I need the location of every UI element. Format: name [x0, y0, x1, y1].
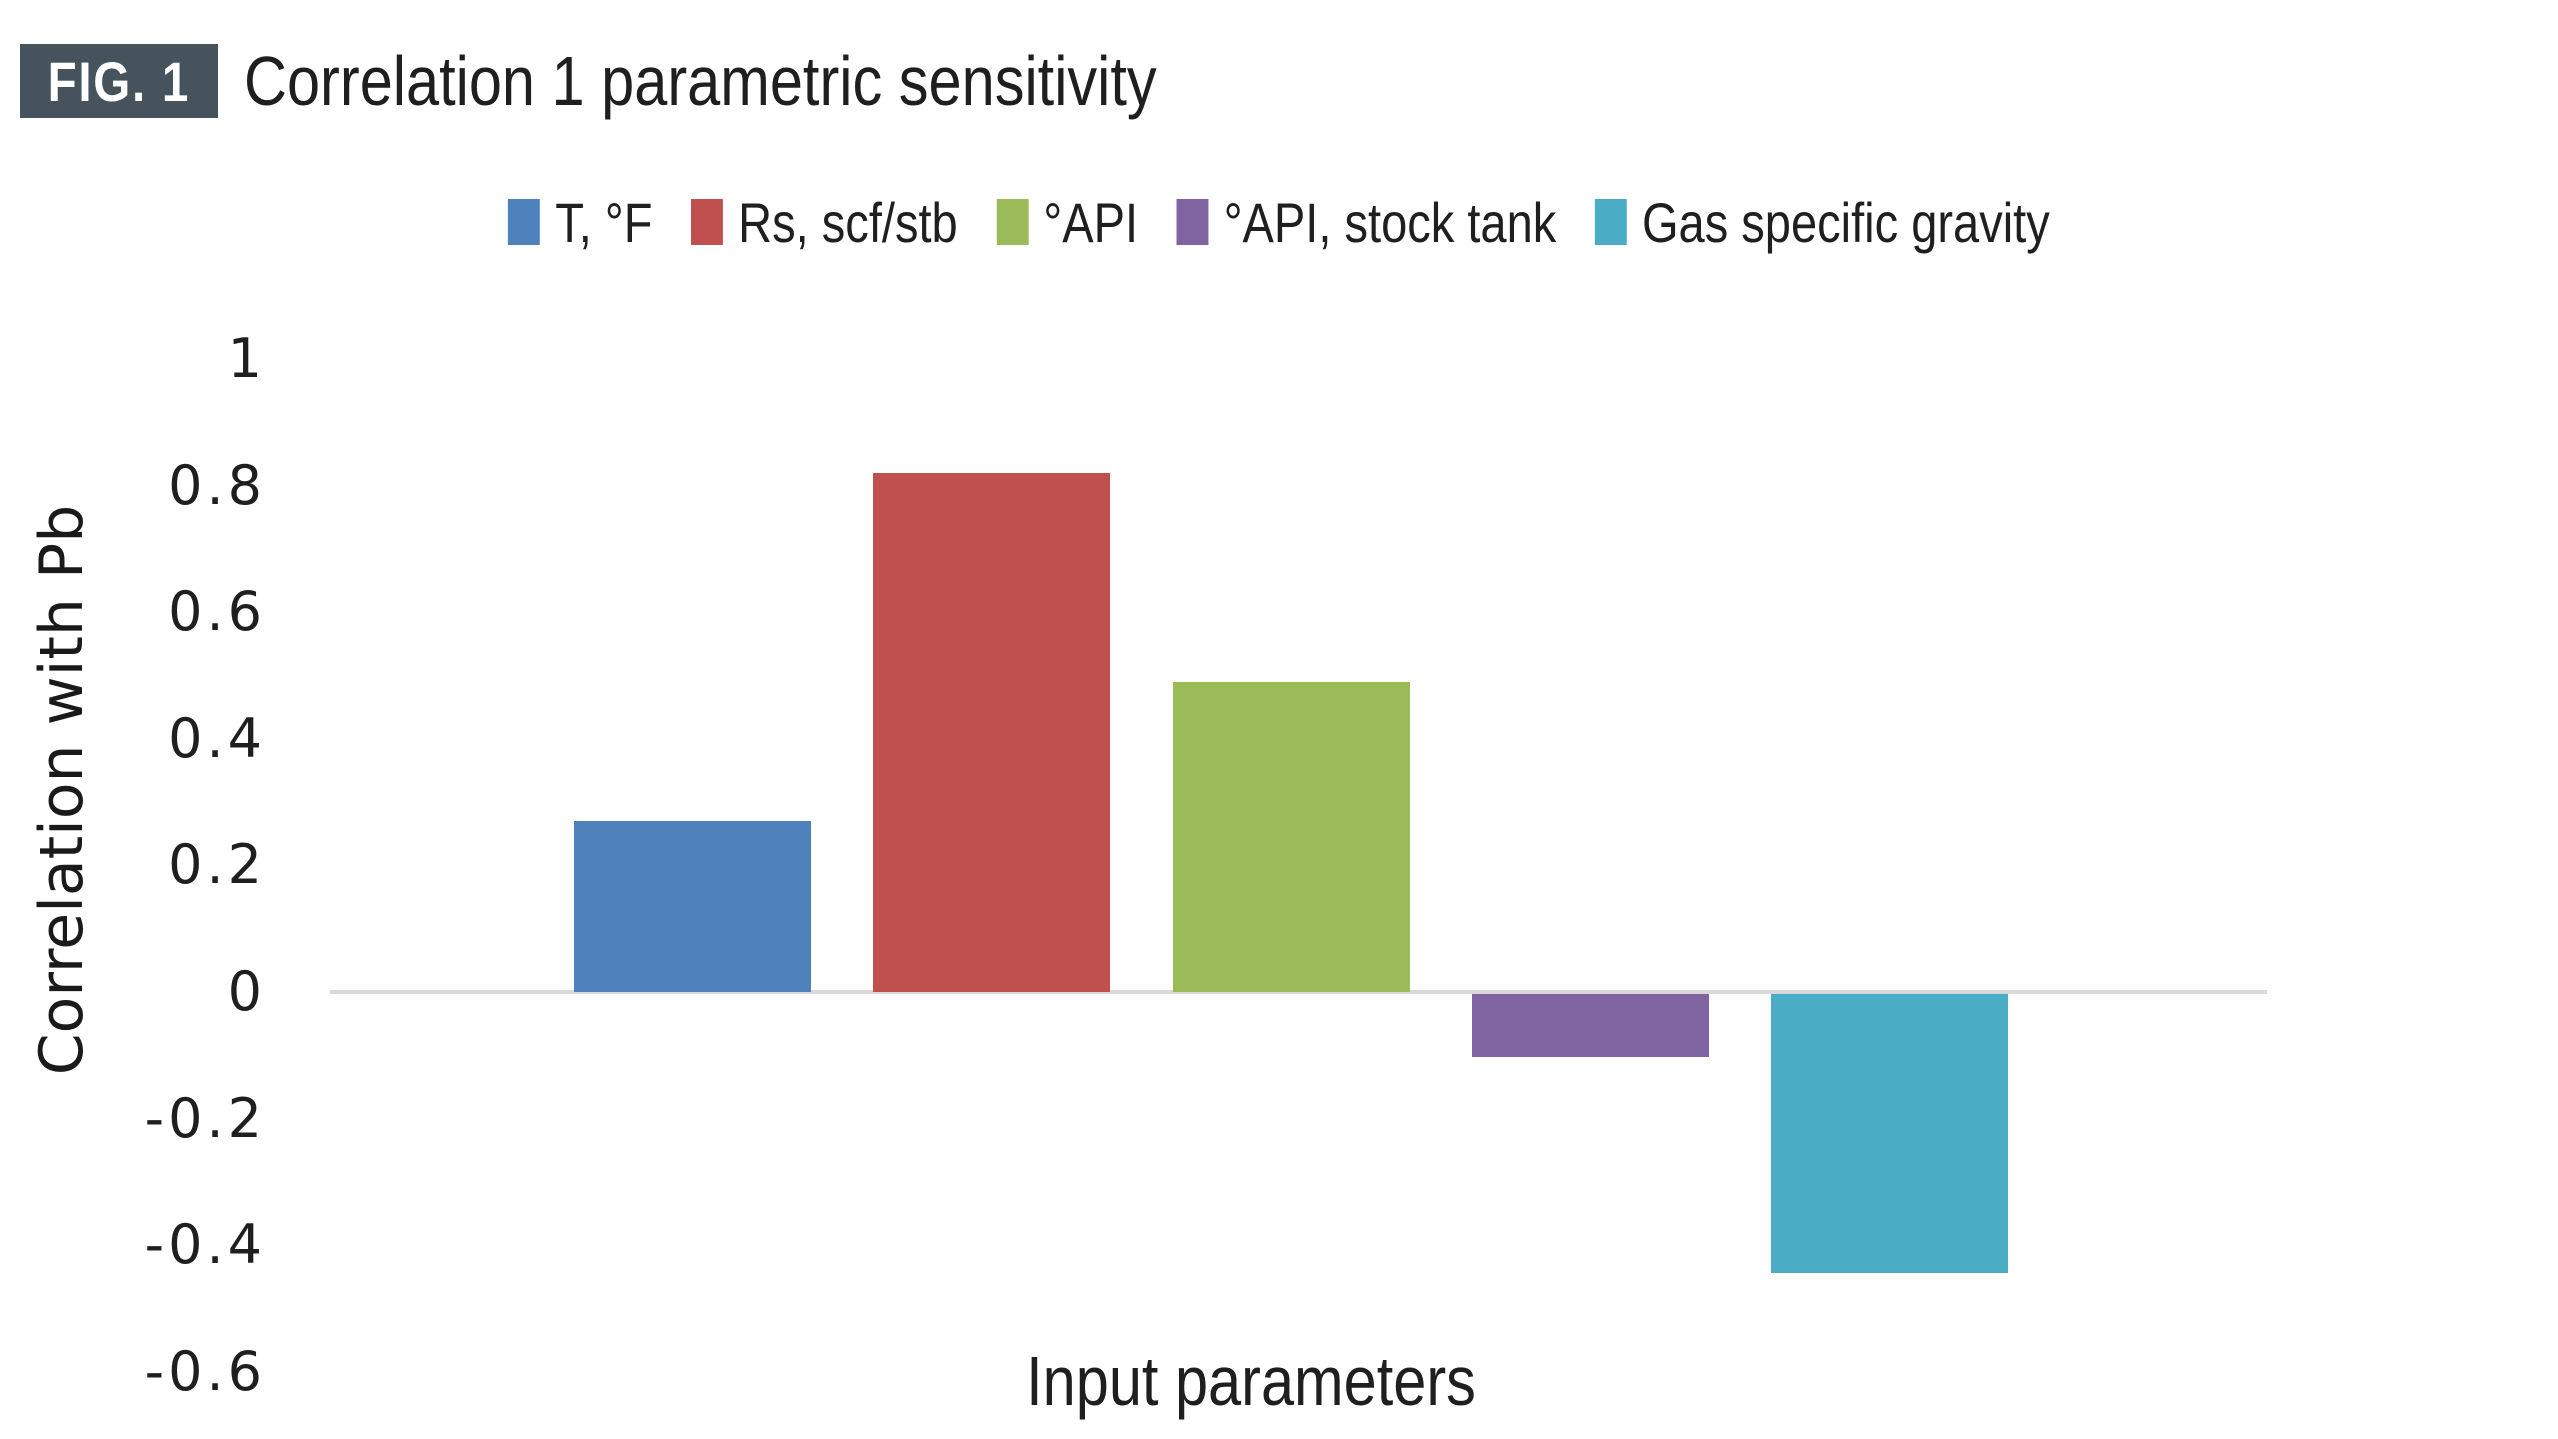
- chart-title: Correlation 1 parametric sensitivity: [244, 42, 1157, 120]
- bar-api: [1173, 682, 1410, 992]
- legend-swatch: [1594, 199, 1627, 245]
- legend-label: Rs, scf/stb: [738, 190, 958, 254]
- legend-swatch: [691, 199, 724, 245]
- zero-axis-line: [330, 990, 2267, 994]
- legend-swatch: [996, 199, 1029, 245]
- y-tick-label-1: 1: [227, 327, 266, 390]
- bar-rs-scf-stb: [873, 473, 1110, 992]
- legend-item-api-stock-tank: °API, stock tank: [1176, 190, 1557, 255]
- x-axis-title: Input parameters: [1026, 1342, 1476, 1420]
- legend: T, °F Rs, scf/stb °API °API, stock tank Gas …: [205, 190, 2354, 255]
- legend-label: T, °F: [555, 190, 653, 254]
- legend-swatch: [1176, 199, 1209, 245]
- bar-gas-specific-gravity: [1771, 994, 2008, 1273]
- legend-label: °API: [1043, 190, 1139, 254]
- figure-number-label: FIG. 1: [47, 49, 191, 113]
- y-tick-label-0p6: 0.6: [168, 580, 266, 644]
- y-tick-label-neg0p6: -0.6: [144, 1339, 266, 1403]
- figure-number-badge: FIG. 1: [20, 44, 218, 118]
- legend-swatch: [508, 199, 541, 245]
- y-tick-label-0p4: 0.4: [168, 706, 266, 770]
- legend-label: Gas specific gravity: [1641, 190, 2050, 254]
- y-tick-label-neg0p2: -0.2: [144, 1086, 266, 1150]
- legend-label: °API, stock tank: [1223, 190, 1557, 254]
- bar-api-stock-tank: [1472, 994, 1709, 1057]
- y-tick-label-0p8: 0.8: [168, 453, 266, 517]
- legend-item-api: °API: [996, 190, 1138, 255]
- y-axis-title: Correlation with Pb: [27, 504, 97, 1076]
- legend-item-t-f: T, °F: [508, 190, 652, 255]
- y-tick-label-0p2: 0.2: [168, 833, 266, 897]
- legend-item-rs-scf-stb: Rs, scf/stb: [691, 190, 958, 255]
- bar-t-f: [574, 821, 811, 992]
- y-tick-label-0: 0: [227, 960, 266, 1023]
- y-tick-label-neg0p4: -0.4: [144, 1213, 266, 1277]
- legend-item-gas-specific-gravity: Gas specific gravity: [1594, 190, 2050, 255]
